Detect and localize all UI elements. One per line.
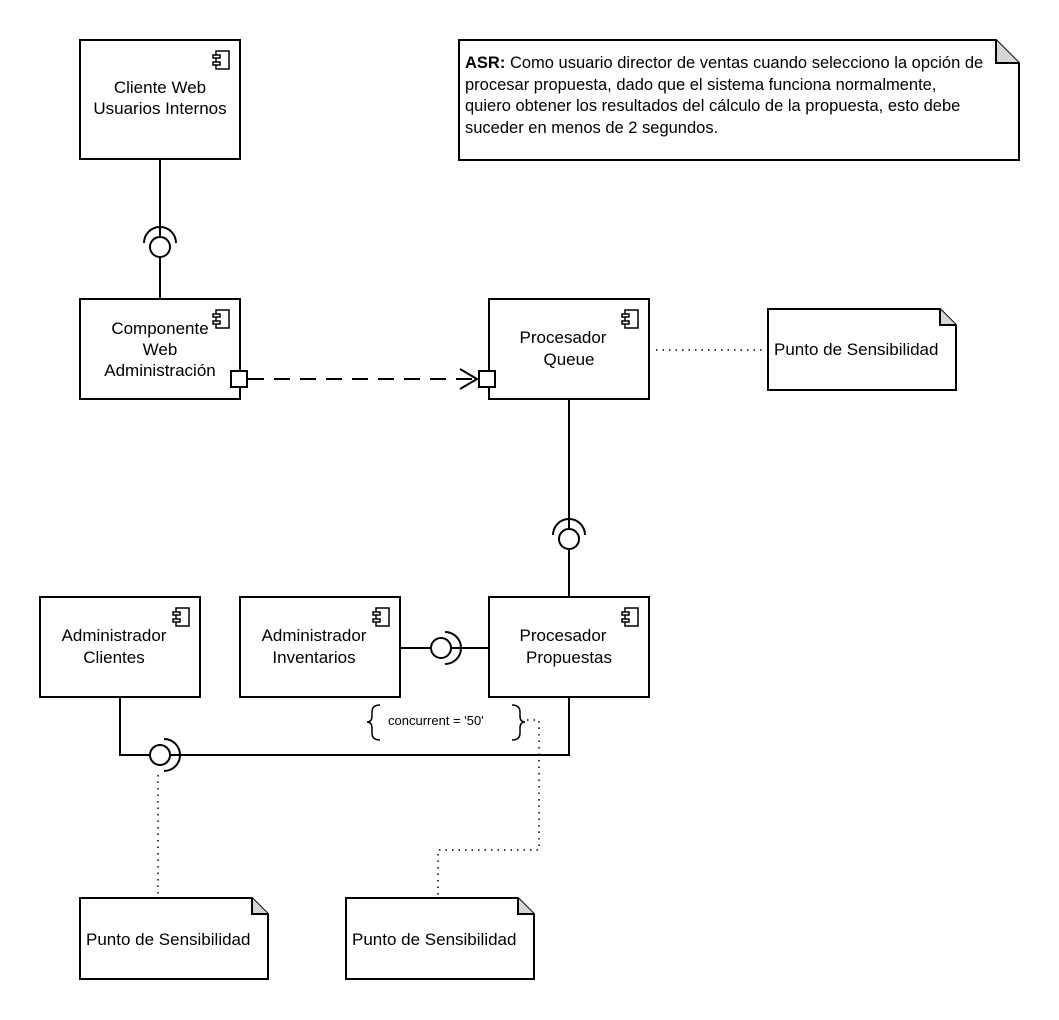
component-procesador-propuestas[interactable]: Procesador Propuestas (488, 596, 650, 698)
note-asr-body: Como usuario director de ventas cuando s… (465, 54, 984, 137)
component-componente-web[interactable]: Componente Web Administración (79, 298, 241, 400)
port-componente-web[interactable] (230, 370, 248, 388)
note-asr-label: ASR: (465, 54, 506, 72)
component-cliente-web[interactable]: Cliente Web Usuarios Internos (79, 39, 241, 160)
component-icon (212, 50, 230, 70)
component-procesador-propuestas-label-1: Procesador (519, 626, 607, 645)
dependency-arrow-head (459, 368, 479, 390)
component-administrador-inventarios-label-1: Administrador (261, 626, 367, 645)
note-asr-shape (458, 39, 1020, 161)
component-administrador-clientes[interactable]: Administrador Clientes (39, 596, 201, 698)
interface-clientes (149, 738, 181, 772)
note-queue-text: Punto de Sensibilidad (774, 340, 939, 359)
constraint-label: concurrent = '50' (388, 713, 484, 728)
note-clientes-text: Punto de Sensibilidad (86, 930, 251, 949)
component-administrador-clientes-label-1: Administrador (61, 626, 167, 645)
component-icon (621, 607, 639, 627)
interface-cliente-web (143, 226, 177, 258)
component-cliente-web-label-1: Cliente Web (113, 78, 207, 97)
component-componente-web-label-1: Componente (111, 319, 209, 338)
component-procesador-queue-label-1: Procesador (519, 328, 607, 347)
component-administrador-inventarios-label-2: Inventarios (272, 648, 356, 667)
component-componente-web-label-2: Web (142, 340, 178, 359)
component-administrador-inventarios[interactable]: Administrador Inventarios (239, 596, 401, 698)
note-asr: ASR: Como usuario director de ventas cua… (465, 53, 985, 139)
component-icon (212, 309, 230, 329)
note-link-concurrent (437, 719, 540, 898)
note-concurrent-shape (345, 897, 535, 980)
component-administrador-clientes-label-2: Clientes (83, 648, 145, 667)
note-clientes-shape (79, 897, 269, 980)
connector-propuestas-bottom (171, 697, 570, 756)
component-icon (172, 607, 190, 627)
component-cliente-web-label-2: Usuarios Internos (93, 99, 227, 118)
connector-clientes (119, 697, 149, 756)
component-procesador-queue-label-2: Queue (543, 350, 595, 369)
component-icon (372, 607, 390, 627)
interface-inventarios (430, 631, 462, 665)
constraint-brace-left (366, 704, 381, 741)
port-procesador-queue[interactable] (478, 370, 496, 388)
note-concurrent-text: Punto de Sensibilidad (352, 930, 517, 949)
component-componente-web-label-3: Administración (104, 361, 216, 380)
interface-queue (552, 518, 586, 550)
component-icon (621, 309, 639, 329)
note-queue-shape (767, 308, 957, 391)
constraint-brace-right (511, 704, 526, 741)
component-procesador-queue[interactable]: Procesador Queue (488, 298, 650, 400)
component-procesador-propuestas-label-2: Propuestas (526, 648, 612, 667)
